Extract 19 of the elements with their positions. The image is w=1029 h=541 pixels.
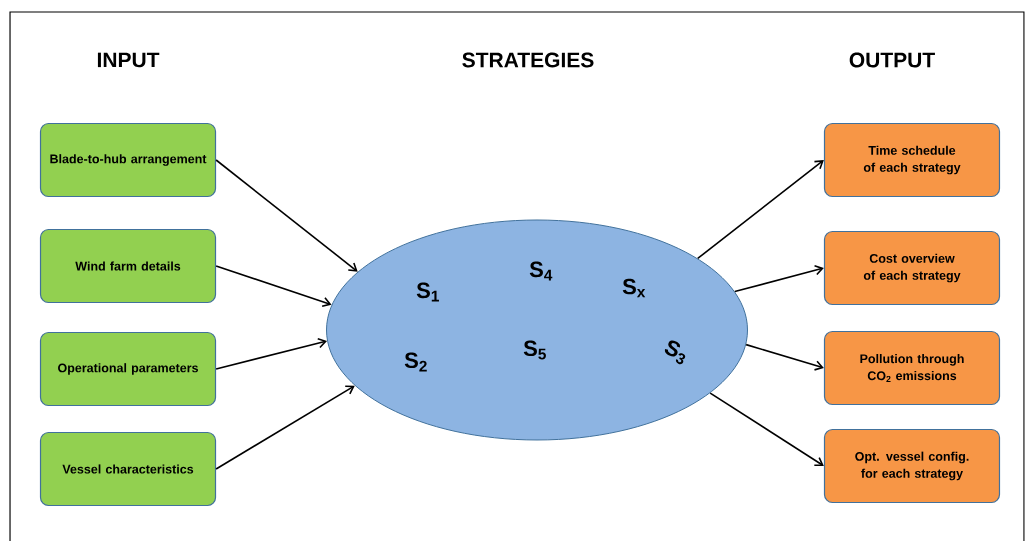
arrow: [696, 160, 824, 260]
input-box: Blade-to-hub arrangement: [39, 122, 217, 198]
arrow: [215, 159, 358, 272]
arrow: [215, 385, 355, 470]
input-box: Vessel characteristics: [39, 431, 217, 507]
arrow: [734, 265, 824, 293]
arrow: [709, 392, 824, 466]
input-box: Wind farm details: [39, 228, 217, 304]
output-box: Time schedule of each strategy: [823, 122, 1001, 198]
column-heading: OUTPUT: [849, 52, 935, 68]
arrow: [215, 337, 328, 370]
column-heading: INPUT: [97, 52, 160, 68]
input-box: Operational parameters: [39, 331, 217, 407]
output-box: Cost overview of each strategy: [823, 230, 1001, 306]
column-heading: STRATEGIES: [462, 52, 594, 68]
arrow: [215, 265, 332, 308]
output-box: Pollution through CO$_{2}$ emissions: [823, 330, 1001, 406]
arrow: [745, 343, 824, 371]
output-box: Opt. vessel config. for each strategy: [823, 428, 1001, 504]
